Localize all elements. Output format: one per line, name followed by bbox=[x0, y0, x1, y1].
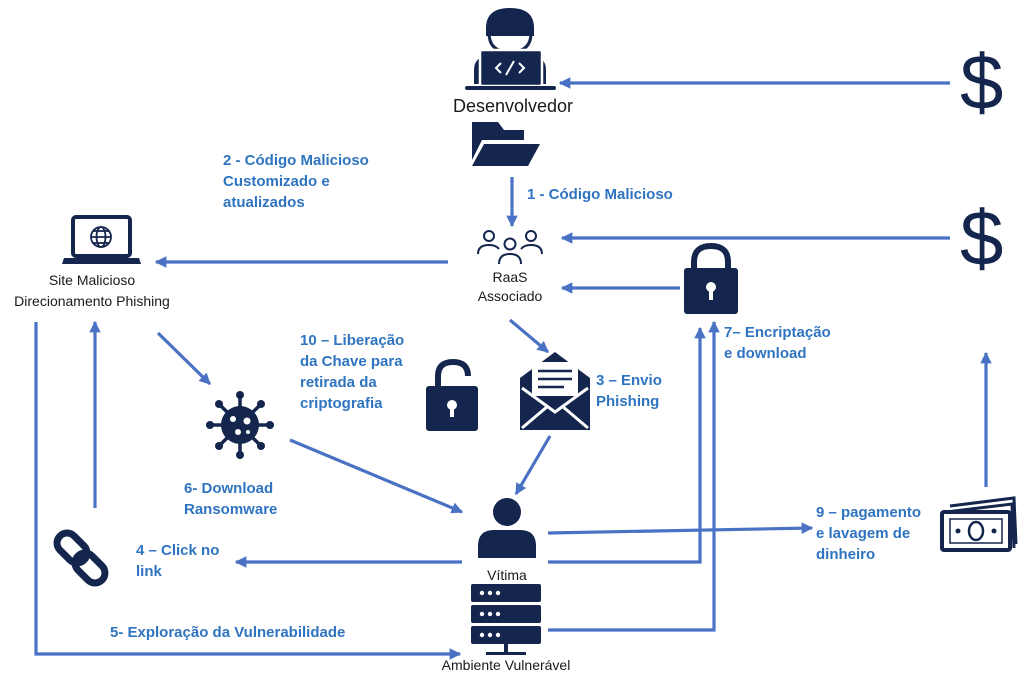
step-6-label: 6- Download Ransomware bbox=[184, 478, 277, 520]
folder-icon bbox=[472, 122, 540, 166]
step-7-label: 7– Encriptação e download bbox=[724, 322, 831, 364]
raas-label-line1: RaaS bbox=[492, 269, 528, 285]
raas-label: RaaS Associado bbox=[470, 268, 550, 306]
step-2-label: 2 - Código Malicioso Customizado e atual… bbox=[223, 150, 369, 213]
arrow-virus-to-victim bbox=[289, 438, 464, 514]
step-2-line2: Customizado e bbox=[223, 173, 330, 190]
arrow-exploit-vulnerability bbox=[34, 322, 462, 660]
site-label-line2: Direcionamento Phishing bbox=[14, 293, 170, 309]
site-label-line1: Site Malicioso bbox=[48, 272, 136, 288]
step-6-line2: Ransomware bbox=[184, 501, 278, 518]
step-7-line1: 7– Encriptação bbox=[724, 324, 831, 341]
step-9-line1: 9 – pagamento bbox=[816, 504, 922, 521]
arrow-raas-to-envelope bbox=[508, 318, 550, 354]
dollar-sign-mid-icon: $ bbox=[960, 194, 1004, 282]
step-3-line2: Phishing bbox=[596, 393, 660, 410]
money-bills-icon bbox=[940, 496, 1018, 552]
laptop-globe-icon bbox=[62, 215, 141, 264]
envelope-icon bbox=[520, 352, 590, 430]
step-9-label: 9 – pagamento e lavagem de dinheiro bbox=[816, 502, 921, 565]
virus-icon bbox=[206, 391, 274, 459]
arrow-victim-to-payment bbox=[547, 522, 814, 535]
step-4-label: 4 – Click no link bbox=[136, 540, 219, 582]
step-2-line1: 2 - Código Malicioso bbox=[223, 152, 369, 169]
step-9-line2: e lavagem de bbox=[816, 525, 911, 542]
step-4-line2: link bbox=[136, 563, 162, 580]
step-10-line3: retirada da bbox=[300, 374, 377, 391]
dollar-sign-top-icon: $ bbox=[960, 38, 1004, 126]
developer-label: Desenvolvedor bbox=[452, 96, 574, 116]
step-9-line3: dinheiro bbox=[816, 546, 876, 563]
step-10-line2: da Chave para bbox=[300, 353, 403, 370]
chain-link-icon bbox=[53, 529, 109, 587]
raas-label-line2: Associado bbox=[477, 288, 543, 304]
group-users-icon bbox=[477, 230, 543, 265]
step-10-label: 10 – Liberação da Chave para retirada da… bbox=[300, 330, 404, 414]
developer-icon bbox=[465, 8, 556, 90]
server-icon bbox=[471, 584, 541, 655]
site-label: Site Malicioso Direcionamento Phishing bbox=[0, 270, 184, 312]
step-3-label: 3 – Envio Phishing bbox=[596, 370, 662, 412]
victim-person-icon bbox=[478, 498, 536, 558]
step-2-line3: atualizados bbox=[223, 194, 305, 211]
step-10-line4: criptografia bbox=[300, 395, 383, 412]
environment-label: Ambiente Vulnerável bbox=[441, 657, 571, 673]
step-6-line1: 6- Download bbox=[184, 480, 274, 497]
step-5-label: 5- Exploração da Vulnerabilidade bbox=[110, 624, 346, 641]
victim-label: Vítima bbox=[487, 567, 527, 583]
lock-open-icon bbox=[426, 358, 478, 431]
arrow-victim-to-encryption bbox=[548, 326, 706, 564]
step-1-label: 1 - Código Malicioso bbox=[527, 186, 673, 203]
step-3-line1: 3 – Envio bbox=[596, 372, 662, 389]
step-4-line1: 4 – Click no bbox=[136, 542, 220, 559]
arrow-server-to-encryption bbox=[548, 320, 720, 632]
arrow-site-to-virus bbox=[156, 331, 212, 386]
arrow-envelope-to-victim bbox=[514, 435, 552, 495]
lock-closed-icon bbox=[684, 242, 738, 314]
step-7-line2: e download bbox=[724, 345, 807, 362]
step-10-line1: 10 – Liberação bbox=[300, 332, 405, 349]
